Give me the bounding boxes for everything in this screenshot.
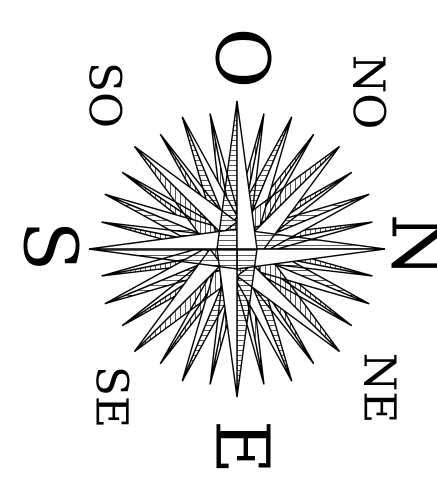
- label-northwest: NO: [343, 55, 394, 130]
- label-west: O: [199, 28, 285, 89]
- label-east: E: [199, 420, 285, 474]
- label-northeast: NE: [354, 353, 405, 424]
- label-south: S: [7, 221, 93, 272]
- compass-star: [89, 101, 385, 397]
- label-north: N: [375, 214, 437, 279]
- label-southwest: SO: [79, 62, 130, 128]
- label-southeast: SE: [86, 366, 137, 428]
